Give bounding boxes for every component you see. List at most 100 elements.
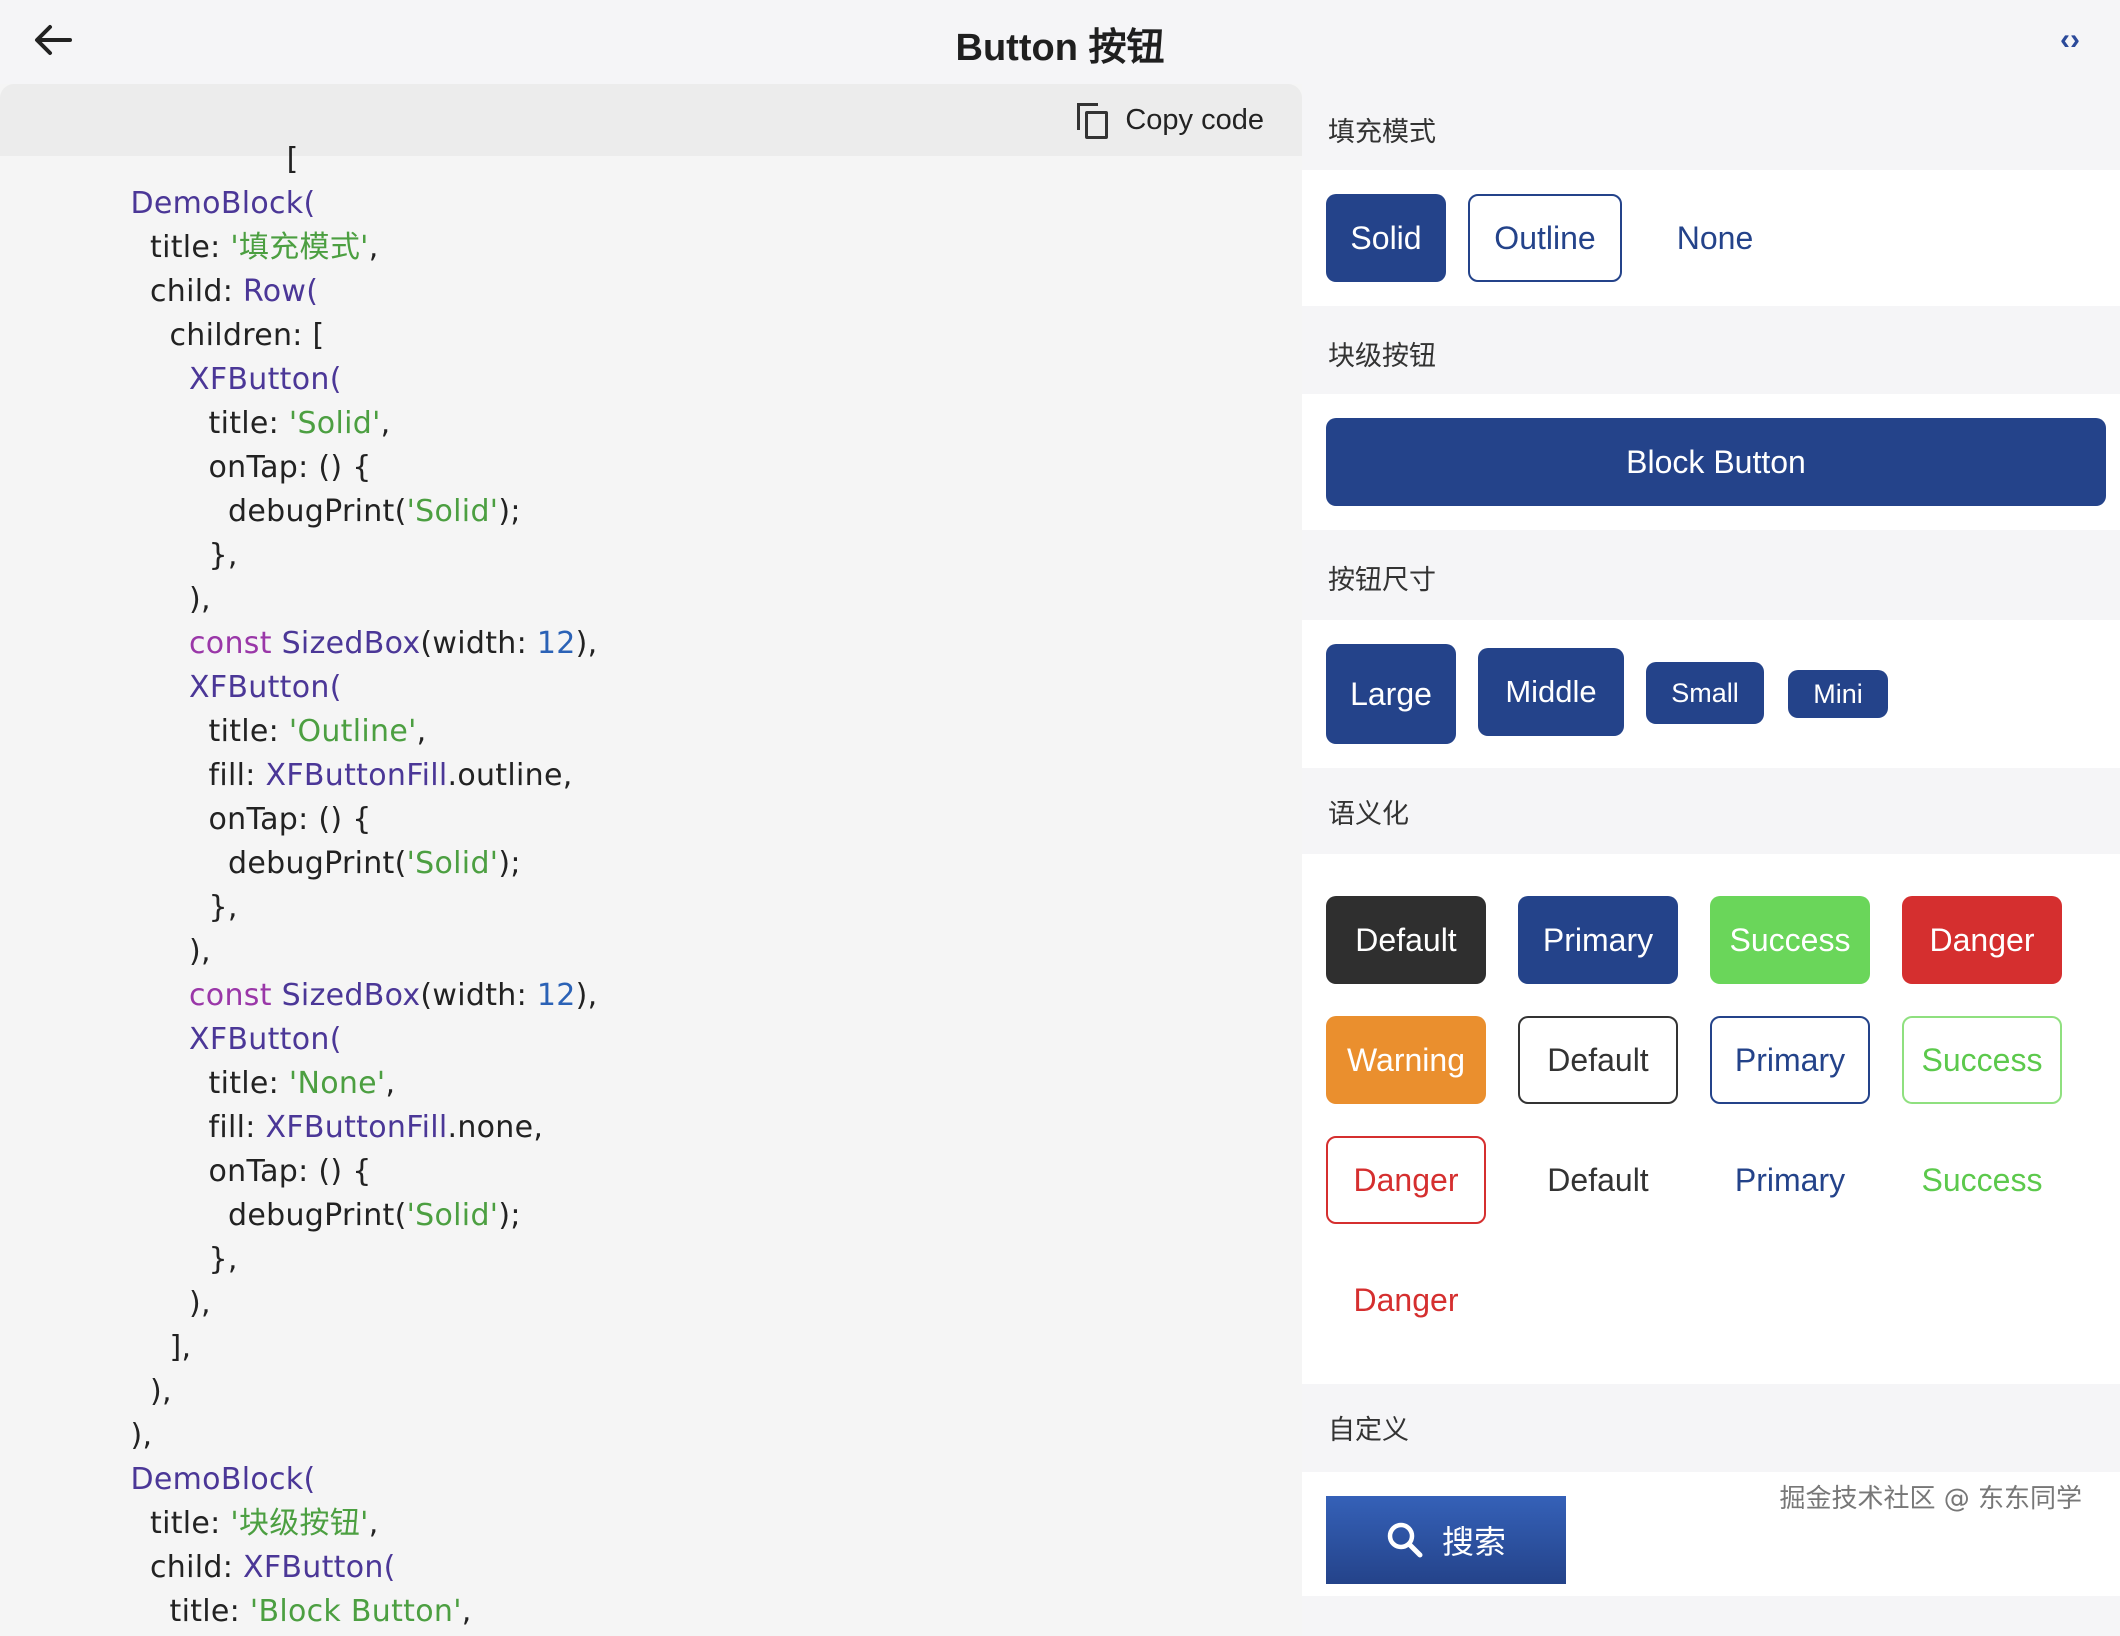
code-token: Row( [242,274,319,309]
section-title-semantic: 语义化 [1328,799,1409,830]
code-token: 'Block Button' [249,1594,462,1629]
code-token: ); [498,846,521,881]
primary-text-button[interactable]: Primary [1734,1162,1846,1198]
code-token: ), [189,934,211,969]
code-token: ), [575,626,598,661]
code-token: title: [150,230,231,265]
code-line: child: XFButton( [150,1546,396,1590]
code-token: children: [ [169,318,325,353]
code-line: title: '块级按钮', [150,1502,379,1546]
success-solid-button[interactable]: Success [1710,896,1870,984]
code-token: child: [150,1550,243,1585]
code-line: ), [150,1370,172,1414]
code-token: const [189,626,282,661]
code-line: fill: XFButtonFill.outline, [209,754,573,798]
section-title-custom: 自定义 [1328,1415,1409,1446]
code-token: ], [169,1330,192,1365]
copy-code-label: Copy code [1125,103,1264,136]
small-button[interactable]: Small [1646,662,1764,724]
code-token: .none, [447,1110,544,1145]
demo-panel: 填充模式 Solid Outline None 块级按钮 Block Butto… [1302,84,2120,1636]
code-line: XFButton( [189,666,342,710]
code-token: title: [169,1594,250,1629]
back-button[interactable] [28,14,80,66]
solid-button[interactable]: Solid [1326,194,1446,282]
code-token: 'Outline' [288,714,417,749]
code-line: ), [131,1414,153,1458]
code-token: , [385,1066,396,1101]
code-token: child: [150,274,243,309]
middle-button[interactable]: Middle [1478,648,1624,736]
code-token: XFButton( [189,362,342,397]
code-line: title: 'Solid', [209,402,391,446]
code-token: , [380,406,391,441]
section-title-block: 块级按钮 [1328,341,1436,372]
code-token: XFButtonFill [265,1110,448,1145]
code-token: ); [498,494,521,529]
code-token: DemoBlock( [130,186,316,221]
code-token: , [368,230,379,265]
code-token: title: [208,1066,289,1101]
app-bar: Button 按钮 ‹› [0,0,2120,82]
large-button[interactable]: Large [1326,644,1456,744]
code-line: children: [ [170,314,325,358]
code-line: title: 'Block Button', [170,1590,472,1634]
code-token: 12 [536,626,576,661]
code-token: SizedBox [281,978,421,1013]
code-token: debugPrint( [228,1198,407,1233]
danger-outline-button[interactable]: Danger [1326,1136,1486,1224]
code-toggle-button[interactable]: ‹› [2050,22,2090,58]
danger-text-button[interactable]: Danger [1353,1282,1459,1318]
warning-solid-button[interactable]: Warning [1326,1016,1486,1104]
code-line: ), [189,578,211,622]
code-token: SizedBox [281,626,421,661]
code-token: , [416,714,427,749]
code-line: ), [189,1282,211,1326]
code-token: debugPrint( [228,494,407,529]
default-solid-button[interactable]: Default [1326,896,1486,984]
code-line: onTap: () { [209,798,372,842]
outline-button[interactable]: Outline [1468,194,1622,282]
success-text-button[interactable]: Success [1921,1162,2043,1198]
code-line: ), [189,930,211,974]
code-line: ], [170,1326,192,1370]
code-token: XFButtonFill [265,758,448,793]
code-line: DemoBlock( [131,182,316,226]
code-token: ); [498,1198,521,1233]
code-token: 'None' [288,1066,386,1101]
code-token: title: [150,1506,231,1541]
code-line: child: Row( [150,270,318,314]
code-icon: ‹› [2060,23,2080,56]
default-outline-button[interactable]: Default [1518,1016,1678,1104]
fill-mode-card: Solid Outline None [1302,170,2120,306]
code-token: 'Solid' [288,406,381,441]
block-card: Block Button [1302,394,2120,530]
code-line: DemoBlock( [131,1458,316,1502]
copy-code-button[interactable]: Copy code [1077,100,1264,140]
primary-outline-button[interactable]: Primary [1710,1016,1870,1104]
mini-button[interactable]: Mini [1788,670,1888,718]
code-token: title: [208,714,289,749]
code-token: fill: [208,758,266,793]
code-token: }, [208,1242,238,1277]
primary-solid-button[interactable]: Primary [1518,896,1678,984]
code-token: DemoBlock( [130,1462,316,1497]
none-button[interactable]: None [1676,220,1754,256]
success-outline-button[interactable]: Success [1902,1016,2062,1104]
code-token: }, [208,538,238,573]
block-button[interactable]: Block Button [1326,418,2106,506]
code-token: const [189,978,282,1013]
code-panel[interactable]: Copy code [DemoBlock(title: '填充模式',child… [0,84,1302,1636]
code-token: ), [130,1418,153,1453]
code-token: XFButton( [189,670,342,705]
code-token: 'Solid' [406,1198,499,1233]
code-line: title: 'None', [209,1062,396,1106]
code-token: ), [575,978,598,1013]
search-button[interactable]: 搜索 [1326,1496,1566,1584]
danger-solid-button[interactable]: Danger [1902,896,2062,984]
default-text-button[interactable]: Default [1547,1162,1649,1198]
copy-icon [1077,103,1109,139]
code-line: debugPrint('Solid'); [228,1194,521,1238]
code-token: fill: [208,1110,266,1145]
code-token: onTap: () { [208,450,372,485]
